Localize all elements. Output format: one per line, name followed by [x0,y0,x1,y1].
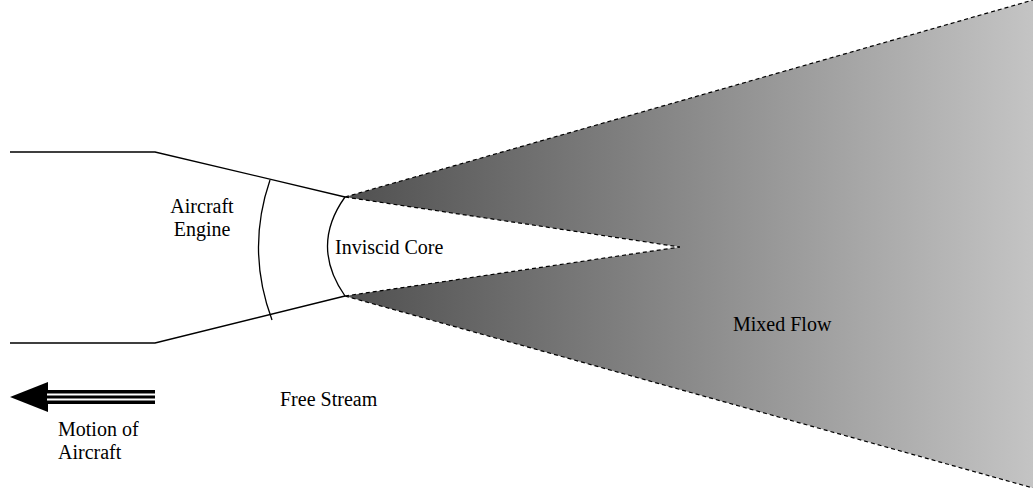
engine-outline [10,152,345,197]
engine-section-curve [258,180,272,320]
motion-arrow [10,382,155,412]
mixed-flow-region [345,0,1033,488]
shear-layer-line [345,296,1033,488]
node-text: Aircraft Engine [152,195,252,241]
engine-label-box: Aircraft Engine [148,193,256,243]
mixed-flow-label-box: Mixed Flow [729,311,835,338]
free-stream-label: Free Stream [280,388,377,411]
shear-layer-line [345,0,1033,197]
core-label-box: Inviscid Core [331,234,447,261]
node-text: Inviscid Core [335,236,443,259]
engine-outline [10,296,345,343]
node-text: Mixed Flow [733,313,831,336]
motion-label: Motion of Aircraft [58,418,168,464]
